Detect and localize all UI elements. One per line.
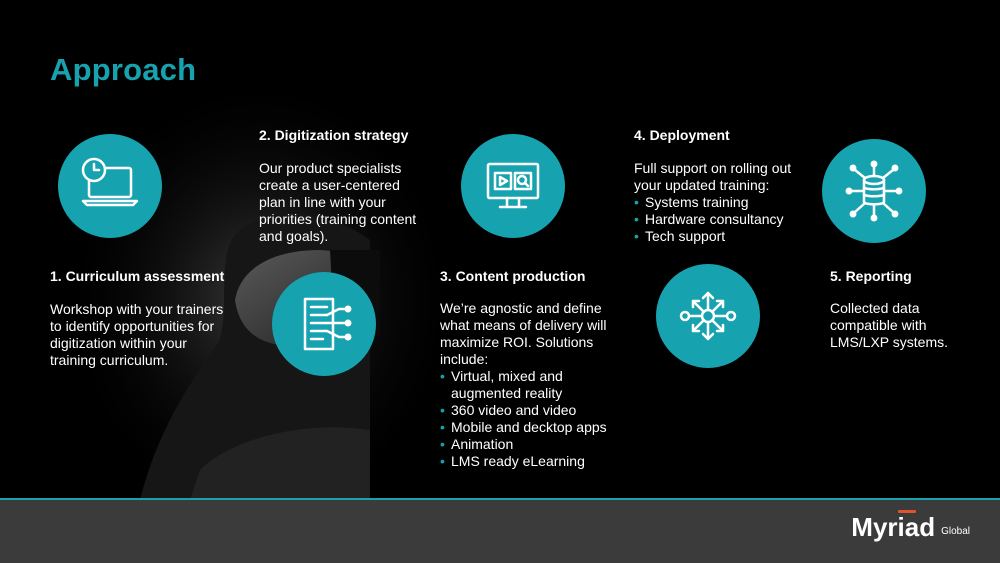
step4-description: Full support on rolling out your updated… [634,160,792,193]
step4-icon-circle [656,264,760,368]
laptop-clock-icon [81,157,139,207]
step2-icon-circle [272,272,376,376]
database-network-icon [845,160,903,222]
step4-bullet: Tech support [634,228,814,245]
footer-bar: Myriad Global [0,500,1000,563]
logo-subtext: Global [941,526,970,537]
step3-icon-circle [461,134,565,238]
step4-title: 4. Deployment [634,127,730,143]
slide-canvas: Approach 1. Curriculum assessment Worksh… [0,0,1000,500]
step4-bullet-list: Systems training Hardware consultancy Te… [634,194,814,245]
step5-title: 5. Reporting [830,268,912,284]
monitor-media-icon [486,162,540,209]
step5-description: Collected data compatible with LMS/LXP s… [830,300,949,350]
step3-bullet: LMS ready eLearning [440,453,620,470]
footer-divider [0,498,1000,500]
myriad-global-logo: Myriad Global [851,510,970,542]
step5-icon-circle [822,139,926,243]
step3-content: We’re agnostic and define what means of … [440,300,620,470]
step4-content: Full support on rolling out your updated… [634,160,814,245]
step3-bullet-list: Virtual, mixed and augmented reality 360… [440,368,620,470]
step3-bullet: Animation [440,436,620,453]
step1-title: 1. Curriculum assessment [50,268,225,284]
step2-title: 2. Digitization strategy [259,127,409,143]
document-list-icon [303,297,352,351]
step3-bullet: Mobile and decktop apps [440,419,620,436]
logo-wordmark: Myriad [851,512,936,542]
step4-bullet: Systems training [634,194,814,211]
step1-icon-circle [58,134,162,238]
step4-bullet: Hardware consultancy [634,211,814,228]
step3-title: 3. Content production [440,268,586,284]
step3-description: We’re agnostic and define what means of … [440,300,607,367]
step1-description: Workshop with your trainers to identify … [50,301,224,368]
step3-bullet: 360 video and video [440,402,620,419]
logo-accent-mark [898,510,917,513]
step3-bullet: Virtual, mixed and augmented reality [440,368,620,402]
step2-description: Our product specialists create a user-ce… [259,160,417,244]
network-hub-icon [679,291,737,341]
slide-title: Approach [50,52,197,87]
